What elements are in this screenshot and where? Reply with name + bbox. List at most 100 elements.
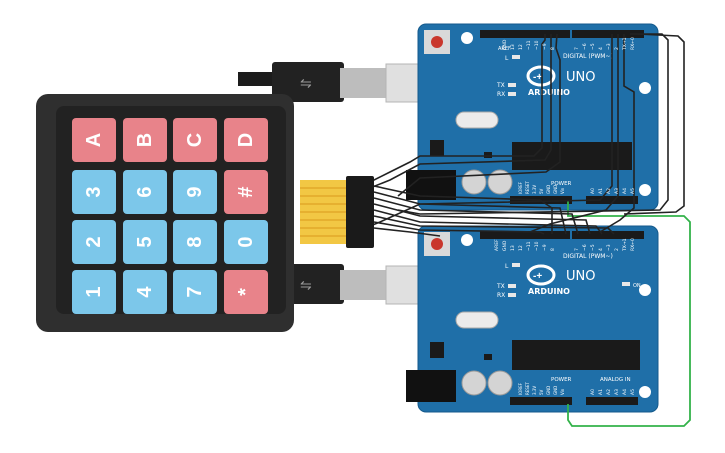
pin-label: ~10 (534, 241, 540, 251)
keypad-key[interactable]: * (224, 270, 268, 314)
rx-label: RX (497, 292, 505, 299)
digital-label: DIGITAL (PWM~) (563, 53, 613, 60)
keypad-key-label: 7 (184, 286, 206, 297)
pin-label: GND (502, 39, 508, 50)
analog-label: ANALOG IN (600, 377, 631, 383)
keypad-key[interactable]: 8 (173, 220, 217, 264)
keypad-key[interactable]: 6 (123, 170, 167, 214)
l-led (512, 263, 520, 267)
pin-label: ~3 (606, 43, 612, 50)
mount-hole (639, 284, 651, 296)
keypad-key-face (173, 170, 217, 214)
keypad-key-face (173, 220, 217, 264)
usb-plug-body (272, 62, 344, 102)
keypad-key[interactable]: A (72, 118, 116, 162)
keypad-key[interactable]: D (224, 118, 268, 162)
power-pin-label: IOREF (518, 181, 523, 194)
smd-component (484, 354, 492, 360)
keypad-key-label: 2 (83, 236, 105, 247)
keypad-key-label: 6 (134, 186, 156, 197)
reset-button-cap (431, 238, 443, 250)
pin-label: 7 (574, 47, 580, 50)
analog-pin-label: A5 (630, 389, 636, 395)
black-wire (373, 197, 579, 235)
keypad-key-label: 1 (83, 286, 105, 297)
pin-label: 13 (510, 44, 516, 50)
microcontroller-chip (512, 340, 640, 370)
keypad-key[interactable]: B (123, 118, 167, 162)
ribbon-cable (300, 176, 374, 248)
pin-label: ~3 (606, 244, 612, 251)
arduino-board-top[interactable]: AREF DIGITAL (PWM~) L TX RX -+ ARDUINO U… (406, 23, 659, 211)
keypad-key[interactable]: 4 (123, 270, 167, 314)
voltage-regulator (430, 342, 444, 358)
keypad-key[interactable]: 1 (72, 270, 116, 314)
digital-header-left (480, 30, 570, 38)
capacitor (487, 370, 513, 396)
green-wire (567, 200, 691, 427)
pin-label: 2 (614, 47, 620, 50)
keypad-key-face (173, 270, 217, 314)
ribbon-connector (346, 176, 374, 248)
power-pin-label: Vin (560, 388, 565, 395)
keypad-key-label: 3 (83, 186, 105, 197)
keypad-key[interactable]: 9 (173, 170, 217, 214)
keypad-key-face (72, 270, 116, 314)
keypad-key-label: A (83, 133, 105, 147)
model-label: UNO (566, 70, 595, 85)
arduino-logo: -+ (526, 65, 556, 87)
black-wire (397, 33, 669, 215)
power-pin-label: GND (553, 386, 558, 395)
keypad-key[interactable]: 2 (72, 220, 116, 264)
power-pin-label: 5V (539, 389, 544, 395)
pin-label: ~9 (542, 43, 548, 50)
keypad-key[interactable]: 5 (123, 220, 167, 264)
arduino-board-bottom[interactable]: DIGITAL (PWM~) L TX RX ON -+ ARDUINO UNO… (406, 225, 659, 413)
digital-label: DIGITAL (PWM~) (563, 253, 613, 260)
analog-pin-label: A3 (614, 389, 620, 395)
pin-label: TX→1 (622, 238, 628, 252)
analog-pin-label: A1 (598, 389, 604, 395)
power-jack (406, 170, 456, 200)
keypad-key-label: B (134, 133, 156, 147)
digital-header-right (572, 30, 644, 38)
usb-icon: ⇋ (300, 277, 312, 293)
black-wire (373, 221, 545, 235)
keypad-key-label: 9 (184, 186, 206, 197)
keypad-key[interactable]: 3 (72, 170, 116, 214)
keypad-key[interactable]: # (224, 170, 268, 214)
power-pin-label: IOREF (518, 382, 523, 395)
analog-pin-label: A4 (622, 389, 628, 395)
black-wire (373, 227, 441, 237)
reset-button-cap (431, 36, 443, 48)
capacitor (487, 169, 513, 195)
keypad-key-face (123, 118, 167, 162)
analog-header (586, 196, 638, 204)
pin-label-aref: AREF (498, 46, 511, 52)
pin-label: GND (502, 240, 508, 251)
pin-label: ~5 (590, 43, 596, 50)
black-wire (373, 191, 567, 235)
pin-label: TX→1 (622, 37, 628, 51)
pin-label: ~11 (526, 40, 532, 50)
pin-label: 2 (614, 248, 620, 251)
tx-led (508, 284, 516, 288)
keypad-key[interactable]: C (173, 118, 217, 162)
black-wire (373, 215, 615, 235)
keypad-key[interactable]: 0 (224, 220, 268, 264)
keypad-key-face (123, 170, 167, 214)
keypad-key-face (224, 118, 268, 162)
keypad-key[interactable]: 7 (173, 270, 217, 314)
keypad-key-label: 4 (134, 286, 156, 298)
brand-label: ARDUINO (528, 287, 570, 296)
keypad-key-face (224, 170, 268, 214)
tx-label: TX (496, 283, 505, 290)
pin-label: ~10 (534, 40, 540, 50)
keypad-key-label: D (235, 133, 257, 147)
arduino-logo: -+ (526, 264, 556, 286)
rx-label: RX (497, 91, 505, 98)
wires (369, 33, 691, 427)
